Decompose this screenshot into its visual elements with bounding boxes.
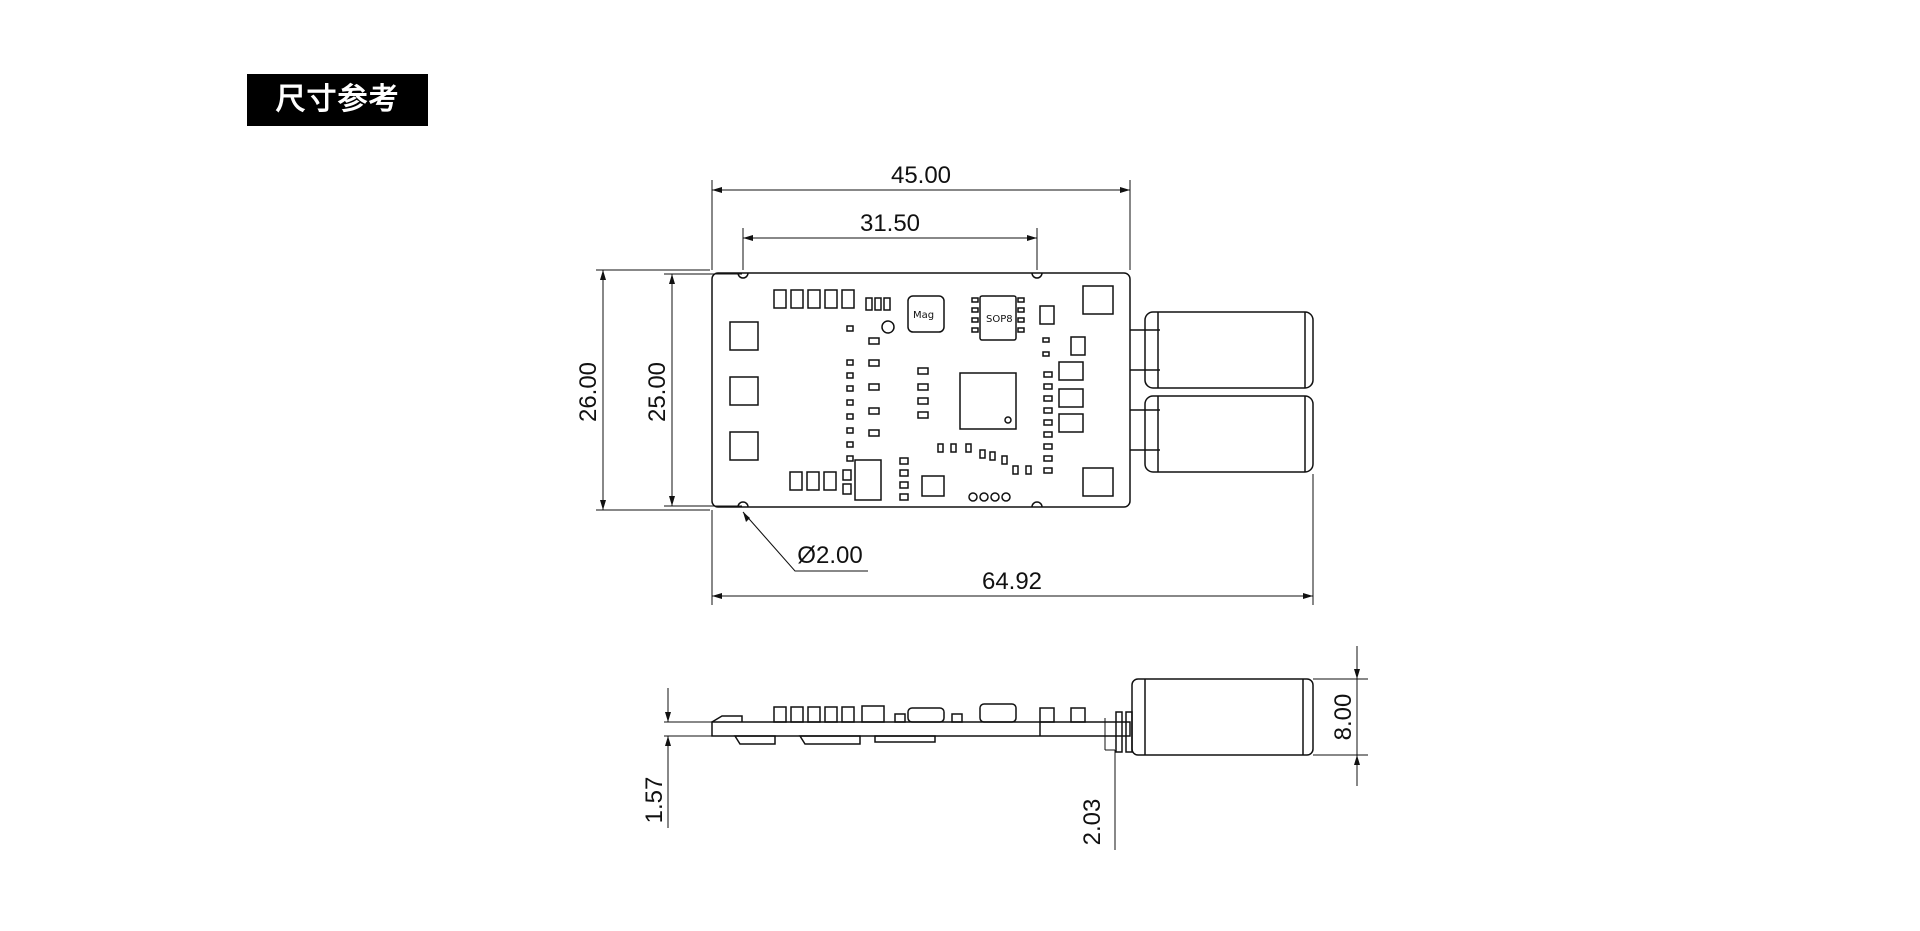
pin1-mark [1004, 416, 1012, 424]
pad [729, 321, 759, 351]
top-view: Mag SOP8 [575, 162, 1314, 605]
mounting-notch [1031, 272, 1043, 279]
side-components [733, 703, 1086, 745]
inductor-label: Mag [913, 310, 934, 321]
mounting-notch [1031, 501, 1043, 508]
dim-cap-offset: 2.03 [1079, 799, 1106, 846]
side-capacitor [1131, 678, 1314, 756]
pad [823, 471, 837, 491]
electrolytic-capacitor [1144, 395, 1314, 473]
pad [1082, 285, 1114, 315]
dim-pcb-thickness: 1.57 [641, 777, 668, 824]
dim-overall-height: 26.00 [575, 362, 602, 422]
dim-hole-spacing: 31.50 [860, 210, 920, 237]
pad [806, 471, 820, 491]
chip-label: SOP8 [986, 314, 1013, 325]
sop8-pins [971, 297, 1025, 333]
passive-components [842, 305, 1086, 502]
cap-lead [1125, 711, 1133, 753]
dim-hole-diameter: Ø2.00 [797, 542, 862, 569]
fiducial [881, 320, 895, 334]
pad [729, 376, 759, 406]
pad [729, 431, 759, 461]
dim-hole-height: 25.00 [644, 362, 671, 422]
dim-total-length: 64.92 [982, 568, 1042, 595]
electrolytic-capacitor [1144, 311, 1314, 389]
dim-overall-width: 45.00 [891, 162, 951, 189]
smd-pad-row [773, 289, 891, 311]
dim-cap-diameter: 8.00 [1330, 694, 1357, 741]
side-view: 1.57 2.03 8.00 [641, 646, 1368, 850]
inductor [907, 295, 945, 333]
pad [789, 471, 803, 491]
side-pcb [711, 721, 1131, 737]
pad [1082, 467, 1114, 497]
leader-hole-diameter [742, 511, 868, 572]
section-title: 尺寸参考 [247, 74, 428, 126]
mcu-chip [959, 372, 1017, 430]
cap-lead [1115, 711, 1123, 753]
sop8-chip [979, 295, 1017, 341]
